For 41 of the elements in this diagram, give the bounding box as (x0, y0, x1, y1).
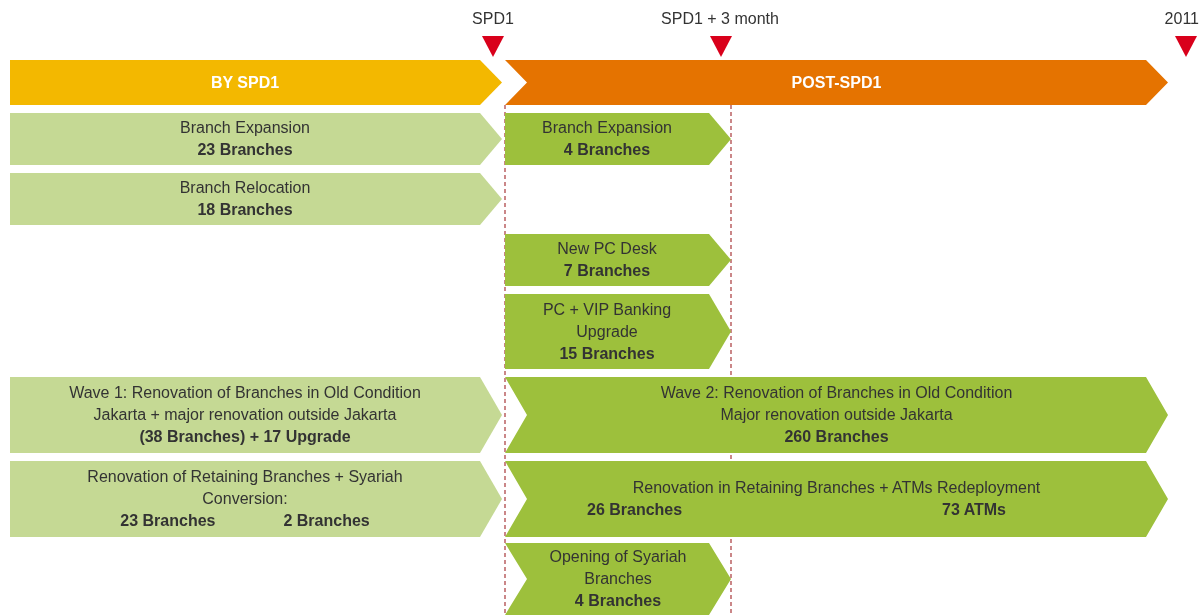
activity-title: Jakarta + major renovation outside Jakarta (93, 405, 397, 425)
activity-bar (10, 113, 502, 165)
activity-bar (10, 377, 502, 453)
phase-banner (10, 60, 502, 105)
branch-count: 7 Branches (563, 261, 651, 281)
activity-title: Major renovation outside Jakarta (720, 405, 953, 425)
activity-bar (505, 377, 1168, 453)
activity-bar (505, 234, 731, 286)
phase-title: POST-SPD1 (791, 72, 882, 93)
activity-title: Renovation in Retaining Branches + ATMs Redeployment (632, 478, 1041, 498)
phase-title: BY SPD1 (210, 72, 280, 93)
activity-title: New PC Desk (557, 239, 657, 259)
branch-count: 4 Branches (574, 591, 662, 611)
activity-bar (505, 543, 731, 615)
activity-title: Branch Relocation (179, 178, 311, 198)
activity-bar (10, 173, 502, 225)
activity-bar (505, 294, 731, 369)
branch-count: 73 ATMs (942, 500, 1006, 520)
activity-title: Branch Expansion (542, 118, 672, 138)
branch-count: 2 Branches (283, 511, 370, 531)
branch-count: 260 Branches (784, 427, 889, 447)
activity-title: Wave 2: Renovation of Branches in Old Condition (660, 383, 1013, 403)
milestone-label: SPD1 + 3 month (661, 10, 779, 28)
activity-title: Wave 1: Renovation of Branches in Old Condition (69, 383, 421, 403)
milestone-label: SPD1 (472, 10, 514, 28)
branch-count: 18 Branches (197, 200, 293, 220)
phase-banner (505, 60, 1168, 105)
activity-bar (505, 113, 731, 165)
branch-count: 15 Branches (559, 343, 655, 364)
activity-title: Opening of Syariah Branches (548, 547, 688, 589)
branch-count: (38 Branches) + 17 Upgrade (139, 427, 351, 447)
activity-bar (10, 461, 502, 537)
branch-count: 23 Branches (197, 140, 293, 160)
activity-bar (505, 461, 1168, 537)
branch-count: 23 Branches (120, 511, 216, 531)
activity-title: Renovation of Retaining Branches + Syariah Conversion: (86, 467, 404, 509)
activity-title: Branch Expansion (180, 118, 310, 138)
milestone-label: 2011 (1164, 10, 1199, 28)
activity-title: PC + VIP Banking Upgrade (541, 299, 673, 342)
branch-count: 26 Branches (587, 500, 683, 520)
branch-count: 4 Branches (563, 140, 651, 160)
